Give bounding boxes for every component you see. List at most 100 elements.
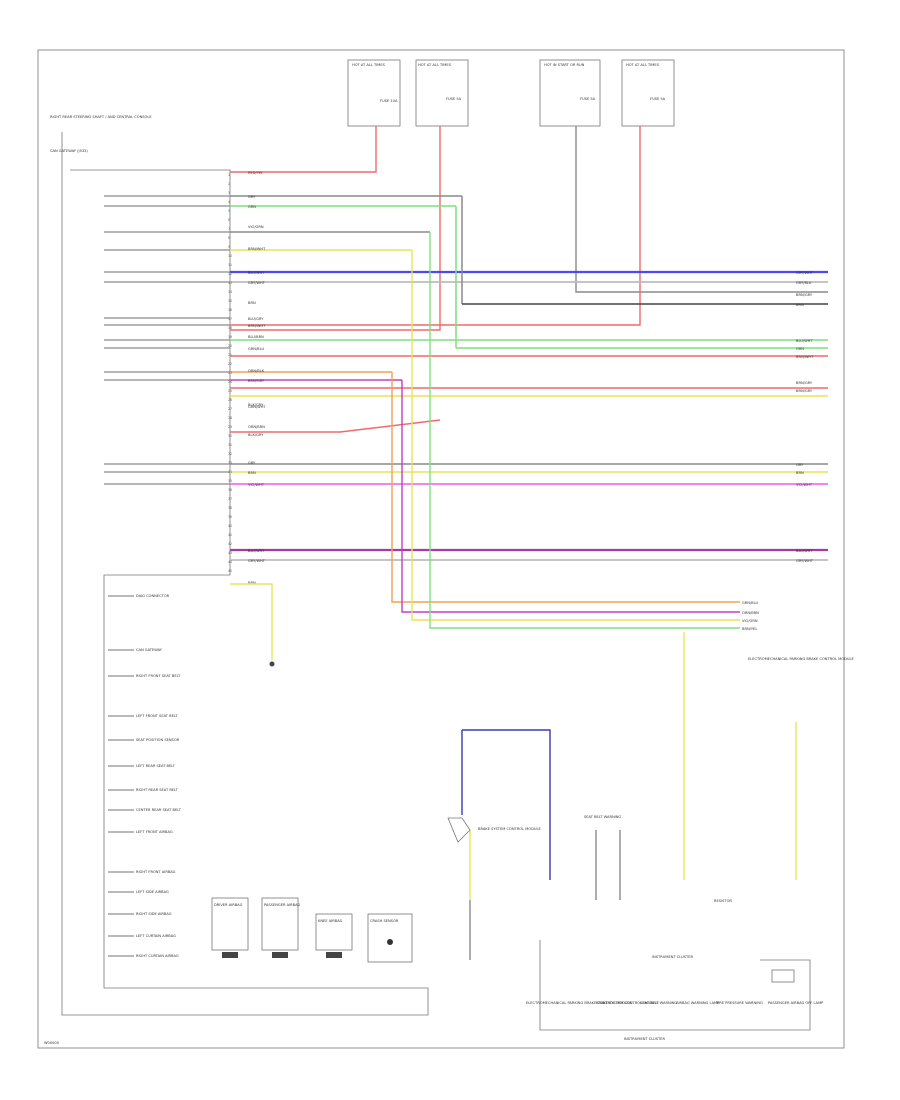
bus-wire <box>230 419 441 433</box>
wire-color-label: BLU/GRY <box>248 317 264 321</box>
pin-number: 10 <box>228 254 232 258</box>
component-label: CENTER REAR SEAT BELT <box>136 808 182 812</box>
component-label: CAN GATEWAY <box>136 648 163 652</box>
pin-number: 42 <box>228 542 232 546</box>
power-source-label: HOT AT ALL TIMES <box>352 63 386 67</box>
brake-sensor-label: BRAKE SYSTEM CONTROL MODULE <box>478 827 542 831</box>
supply-wire-orange-red <box>230 126 377 173</box>
epb-module-label: ELECTROMECHANICAL PARKING BRAKE CONTROL … <box>748 657 854 661</box>
cluster-pin-label: VIO/GRN <box>742 619 758 623</box>
component-body <box>261 897 299 951</box>
component-label: DIAG CONNECTOR <box>136 594 170 598</box>
power-source-label: HOT AT ALL TIMES <box>418 63 452 67</box>
supply-wires <box>230 126 828 331</box>
brake-wire <box>462 729 551 880</box>
pin-number: 3 <box>228 191 230 195</box>
pin-number: 1 <box>228 173 230 177</box>
component-body <box>211 897 249 951</box>
pin-number: 27 <box>228 407 232 411</box>
wire-color-label-right: GRY <box>796 463 804 467</box>
wire-color-label: BLU/WHT <box>248 271 265 275</box>
wire-color-label: BRN <box>248 471 256 475</box>
cluster-item: BRAKE SYSTEM CONTROL MODULE <box>596 1001 660 1005</box>
component-label: KNEE AIRBAG <box>318 919 343 923</box>
pin-number: 38 <box>228 506 232 510</box>
bus-wires <box>230 195 828 561</box>
cluster-wire <box>391 372 740 603</box>
wire-color-label-right: BRN <box>796 471 804 475</box>
module-frame <box>61 132 429 1016</box>
pin-number: 5 <box>228 209 230 213</box>
cluster-pin-label: GRN/BLU <box>742 601 758 605</box>
power-source-label: HOT AT ALL TIMES <box>626 63 660 67</box>
wire-color-label-right: BLU/WHT <box>796 339 813 343</box>
wire-color-label: GRY/WHT <box>248 281 266 285</box>
component-label: LEFT CURTAIN AIRBAG <box>136 934 176 938</box>
supply-wire-gray <box>575 126 828 293</box>
wire-color-label: ORN/BRN <box>248 425 265 429</box>
instrument-cluster-top: INSTRUMENT CLUSTER <box>652 955 693 959</box>
wire-color-label: GRY <box>248 195 256 199</box>
cluster-pin-label: ORN/BRN <box>742 611 759 615</box>
pin-number: 9 <box>228 245 230 249</box>
power-source-fuse: FUSE 5A <box>580 97 596 101</box>
component-label: SEAT POSITION SENSOR <box>136 738 180 742</box>
pin-number: 11 <box>228 263 232 267</box>
component-label: RIGHT REAR SEAT BELT <box>136 788 179 792</box>
wire-color-label: BRN <box>248 301 256 305</box>
wire-color-label: BLU/WHT <box>248 549 265 553</box>
wire-color-label-right: VIO/WHT <box>796 483 813 487</box>
component-label: RIGHT FRONT AIRBAG <box>136 870 176 874</box>
wire-color-label-right: BRN/GRY <box>796 389 813 393</box>
brake-sensor-switch <box>447 817 471 843</box>
pin-column: 1234567891011121314151617181920212223242… <box>228 173 232 573</box>
power-source-2: HOT AT ALL TIMES FUSE 5A <box>415 59 469 127</box>
instrument-cluster: ELECTROMECHANICAL PARKING BRAKE CONTROL … <box>526 940 824 1041</box>
pin-number: 36 <box>228 488 232 492</box>
wire-color-label-right: BLU/WHT <box>796 549 813 553</box>
wire-color-label-right: BRN/WHT <box>796 355 814 359</box>
charge-warning-symbol <box>771 969 795 983</box>
crash-sensor: CRASH SENSOR <box>367 913 413 963</box>
power-source-3: HOT IN START OR RUN FUSE 5A <box>539 59 601 127</box>
pin-number: 18 <box>228 326 232 330</box>
cluster-drops <box>391 232 740 629</box>
power-source-box <box>621 59 675 127</box>
pin-number: 41 <box>228 533 232 537</box>
wire-color-label-right: GRY/WHT <box>796 271 814 275</box>
diagram-border <box>37 49 845 1049</box>
left-feeders <box>104 195 230 485</box>
bottom-components: DRIVER AIRBAG PASSENGER AIRBAG KNEE AIRB… <box>211 897 413 963</box>
left-labels: RED/YELGRYGRNVIO/GRNBRN/WHTBLU/WHTGRY/WH… <box>248 171 266 585</box>
pin-number: 25 <box>228 389 232 393</box>
pin-number: 43 <box>228 551 232 555</box>
cluster-item: PASSENGER AIRBAG OFF LAMP <box>768 1001 824 1005</box>
power-source-group: HOT AT ALL TIMES FUSE 10A HOT AT ALL TIM… <box>347 59 675 127</box>
seatbelt-warning-label: SEAT BELT WARNING <box>584 815 621 819</box>
right-component-labels: ELECTROMECHANICAL PARKING BRAKE CONTROL … <box>584 657 854 959</box>
cluster-wire <box>401 380 740 613</box>
component-label: LEFT FRONT SEAT BELT <box>136 714 178 718</box>
wire-color-label: BRN/WHT <box>248 324 266 328</box>
power-source-fuse: FUSE 10A <box>380 99 398 103</box>
pin-number: 31 <box>228 443 232 447</box>
pin-number: 4 <box>228 200 230 204</box>
wire-color-label-right: GRY/BLU <box>796 281 812 285</box>
wire-color-label: GRN/BLU <box>248 347 264 351</box>
wire-color-label-right: BRN <box>796 303 804 307</box>
pin-number: 15 <box>228 299 232 303</box>
module-ground <box>230 583 275 667</box>
wire-color-label: BLK/GRY <box>248 403 264 407</box>
power-source-4: HOT AT ALL TIMES FUSE 5A <box>621 59 675 127</box>
wire-color-label-right: BRN/GRY <box>796 293 813 297</box>
pin-number: 44 <box>228 560 232 564</box>
power-source-box <box>415 59 469 127</box>
cluster-bottom-label: INSTRUMENT CLUSTER <box>624 1037 665 1041</box>
cluster-pin-label: BRN/YEL <box>742 627 757 631</box>
wire-color-label: VIO/WHT <box>248 483 265 487</box>
connector-block <box>326 952 342 958</box>
pin-number: 33 <box>228 461 232 465</box>
power-source-box <box>347 59 401 127</box>
